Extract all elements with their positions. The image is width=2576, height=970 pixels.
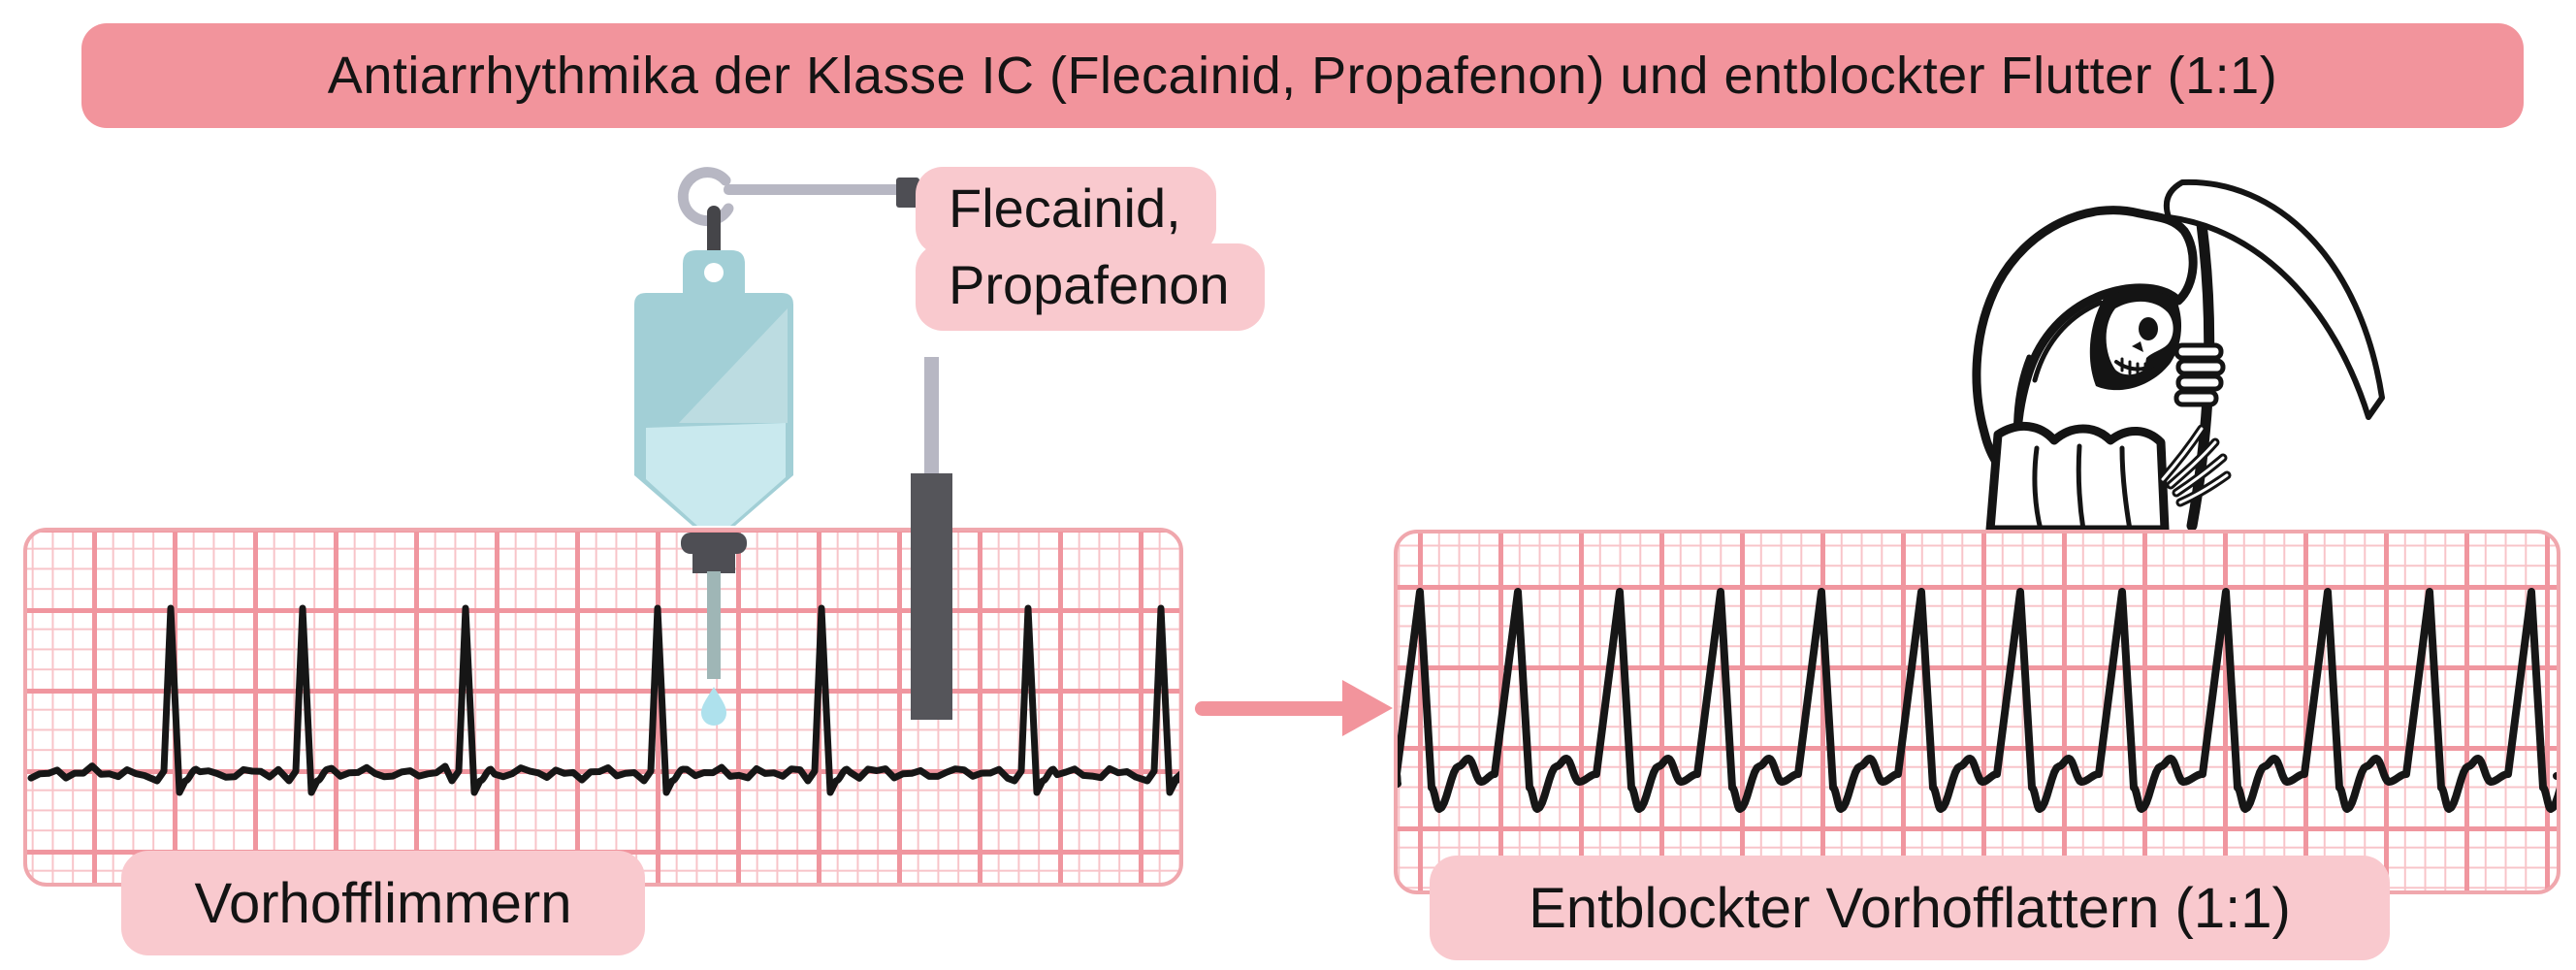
right-arrow-icon	[1195, 680, 1399, 738]
bag-peg	[707, 206, 721, 272]
arrow-shaft	[1195, 701, 1352, 716]
drug-label: Flecainid, Propafenon	[916, 167, 1265, 332]
iv-pole-horizontal	[724, 184, 902, 195]
iv-pole-vertical	[924, 357, 939, 475]
label-vorhofflattern: Entblockter Vorhofflattern (1:1)	[1430, 856, 2390, 960]
page-title: Antiarrhythmika der Klasse IC (Flecainid…	[327, 47, 2278, 105]
ecg-strip-afib	[23, 528, 1183, 887]
bag-highlight	[679, 308, 788, 423]
ecg-strip-flutter	[1394, 530, 2560, 894]
ecg-trace-left	[27, 604, 1179, 796]
drug-label-line1: Flecainid,	[916, 167, 1216, 255]
bag-tab	[683, 250, 745, 295]
iv-liquid	[646, 423, 786, 526]
label-vorhofflimmern: Vorhofflimmern	[121, 851, 645, 955]
label-vorhofflimmern-text: Vorhofflimmern	[194, 871, 572, 935]
ecg-trace-right	[1398, 588, 2557, 813]
drug-label-line2: Propafenon	[916, 242, 1265, 332]
grim-reaper-icon	[1972, 178, 2385, 530]
bag-tab-hole	[704, 263, 724, 282]
title-banner: Antiarrhythmika der Klasse IC (Flecainid…	[81, 23, 2524, 128]
label-vorhofflattern-text: Entblockter Vorhofflattern (1:1)	[1529, 876, 2291, 940]
arrow-head	[1342, 680, 1393, 736]
iv-bag	[634, 293, 793, 526]
iv-hook	[677, 167, 734, 227]
